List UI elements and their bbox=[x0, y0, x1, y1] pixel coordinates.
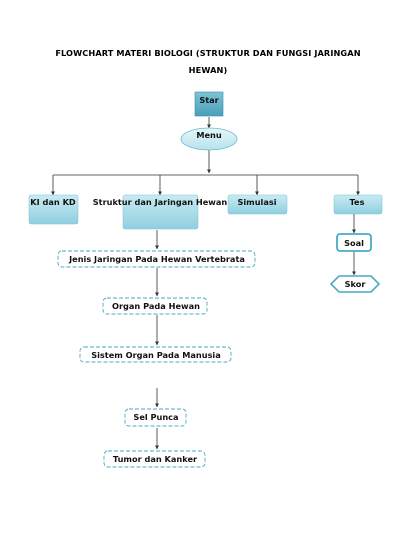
node-organ-label: Organ Pada Hewan bbox=[112, 301, 200, 311]
node-struktur: Struktur dan Jaringan Hewan bbox=[93, 194, 228, 230]
node-tumor-label: Tumor dan Kanker bbox=[113, 454, 198, 464]
node-skor-label: Skor bbox=[345, 279, 367, 289]
node-simulasi-label: Simulasi bbox=[237, 197, 276, 207]
node-ki-kd-label: KI dan KD bbox=[30, 197, 76, 207]
node-menu: Menu bbox=[180, 127, 238, 151]
node-soal: Soal bbox=[336, 233, 372, 252]
node-start-label: Star bbox=[199, 95, 219, 105]
node-tes: Tes bbox=[333, 194, 383, 215]
node-sistem: Sistem Organ Pada Manusia bbox=[79, 346, 232, 363]
connectors bbox=[51, 117, 360, 450]
node-jenis-label: Jenis Jaringan Pada Hewan Vertebrata bbox=[68, 254, 245, 264]
node-ki-kd: KI dan KD bbox=[28, 194, 79, 225]
node-simulasi: Simulasi bbox=[227, 194, 288, 215]
node-sel-punca: Sel Punca bbox=[124, 408, 187, 427]
node-sistem-label: Sistem Organ Pada Manusia bbox=[91, 350, 221, 360]
node-tes-label: Tes bbox=[350, 197, 365, 207]
node-tumor: Tumor dan Kanker bbox=[103, 450, 206, 468]
node-menu-label: Menu bbox=[196, 130, 222, 140]
node-soal-label: Soal bbox=[344, 238, 364, 248]
title-line-1: FLOWCHART MATERI BIOLOGI (STRUKTUR DAN F… bbox=[55, 48, 361, 58]
diagram-title: FLOWCHART MATERI BIOLOGI (STRUKTUR DAN F… bbox=[40, 45, 376, 79]
node-jenis: Jenis Jaringan Pada Hewan Vertebrata bbox=[57, 250, 256, 268]
node-start: Star bbox=[194, 91, 224, 117]
title-line-2: HEWAN) bbox=[188, 65, 228, 75]
node-sel-punca-label: Sel Punca bbox=[133, 412, 178, 422]
node-organ: Organ Pada Hewan bbox=[102, 297, 208, 315]
node-skor: Skor bbox=[329, 275, 381, 293]
node-struktur-label: Struktur dan Jaringan Hewan bbox=[93, 197, 228, 207]
